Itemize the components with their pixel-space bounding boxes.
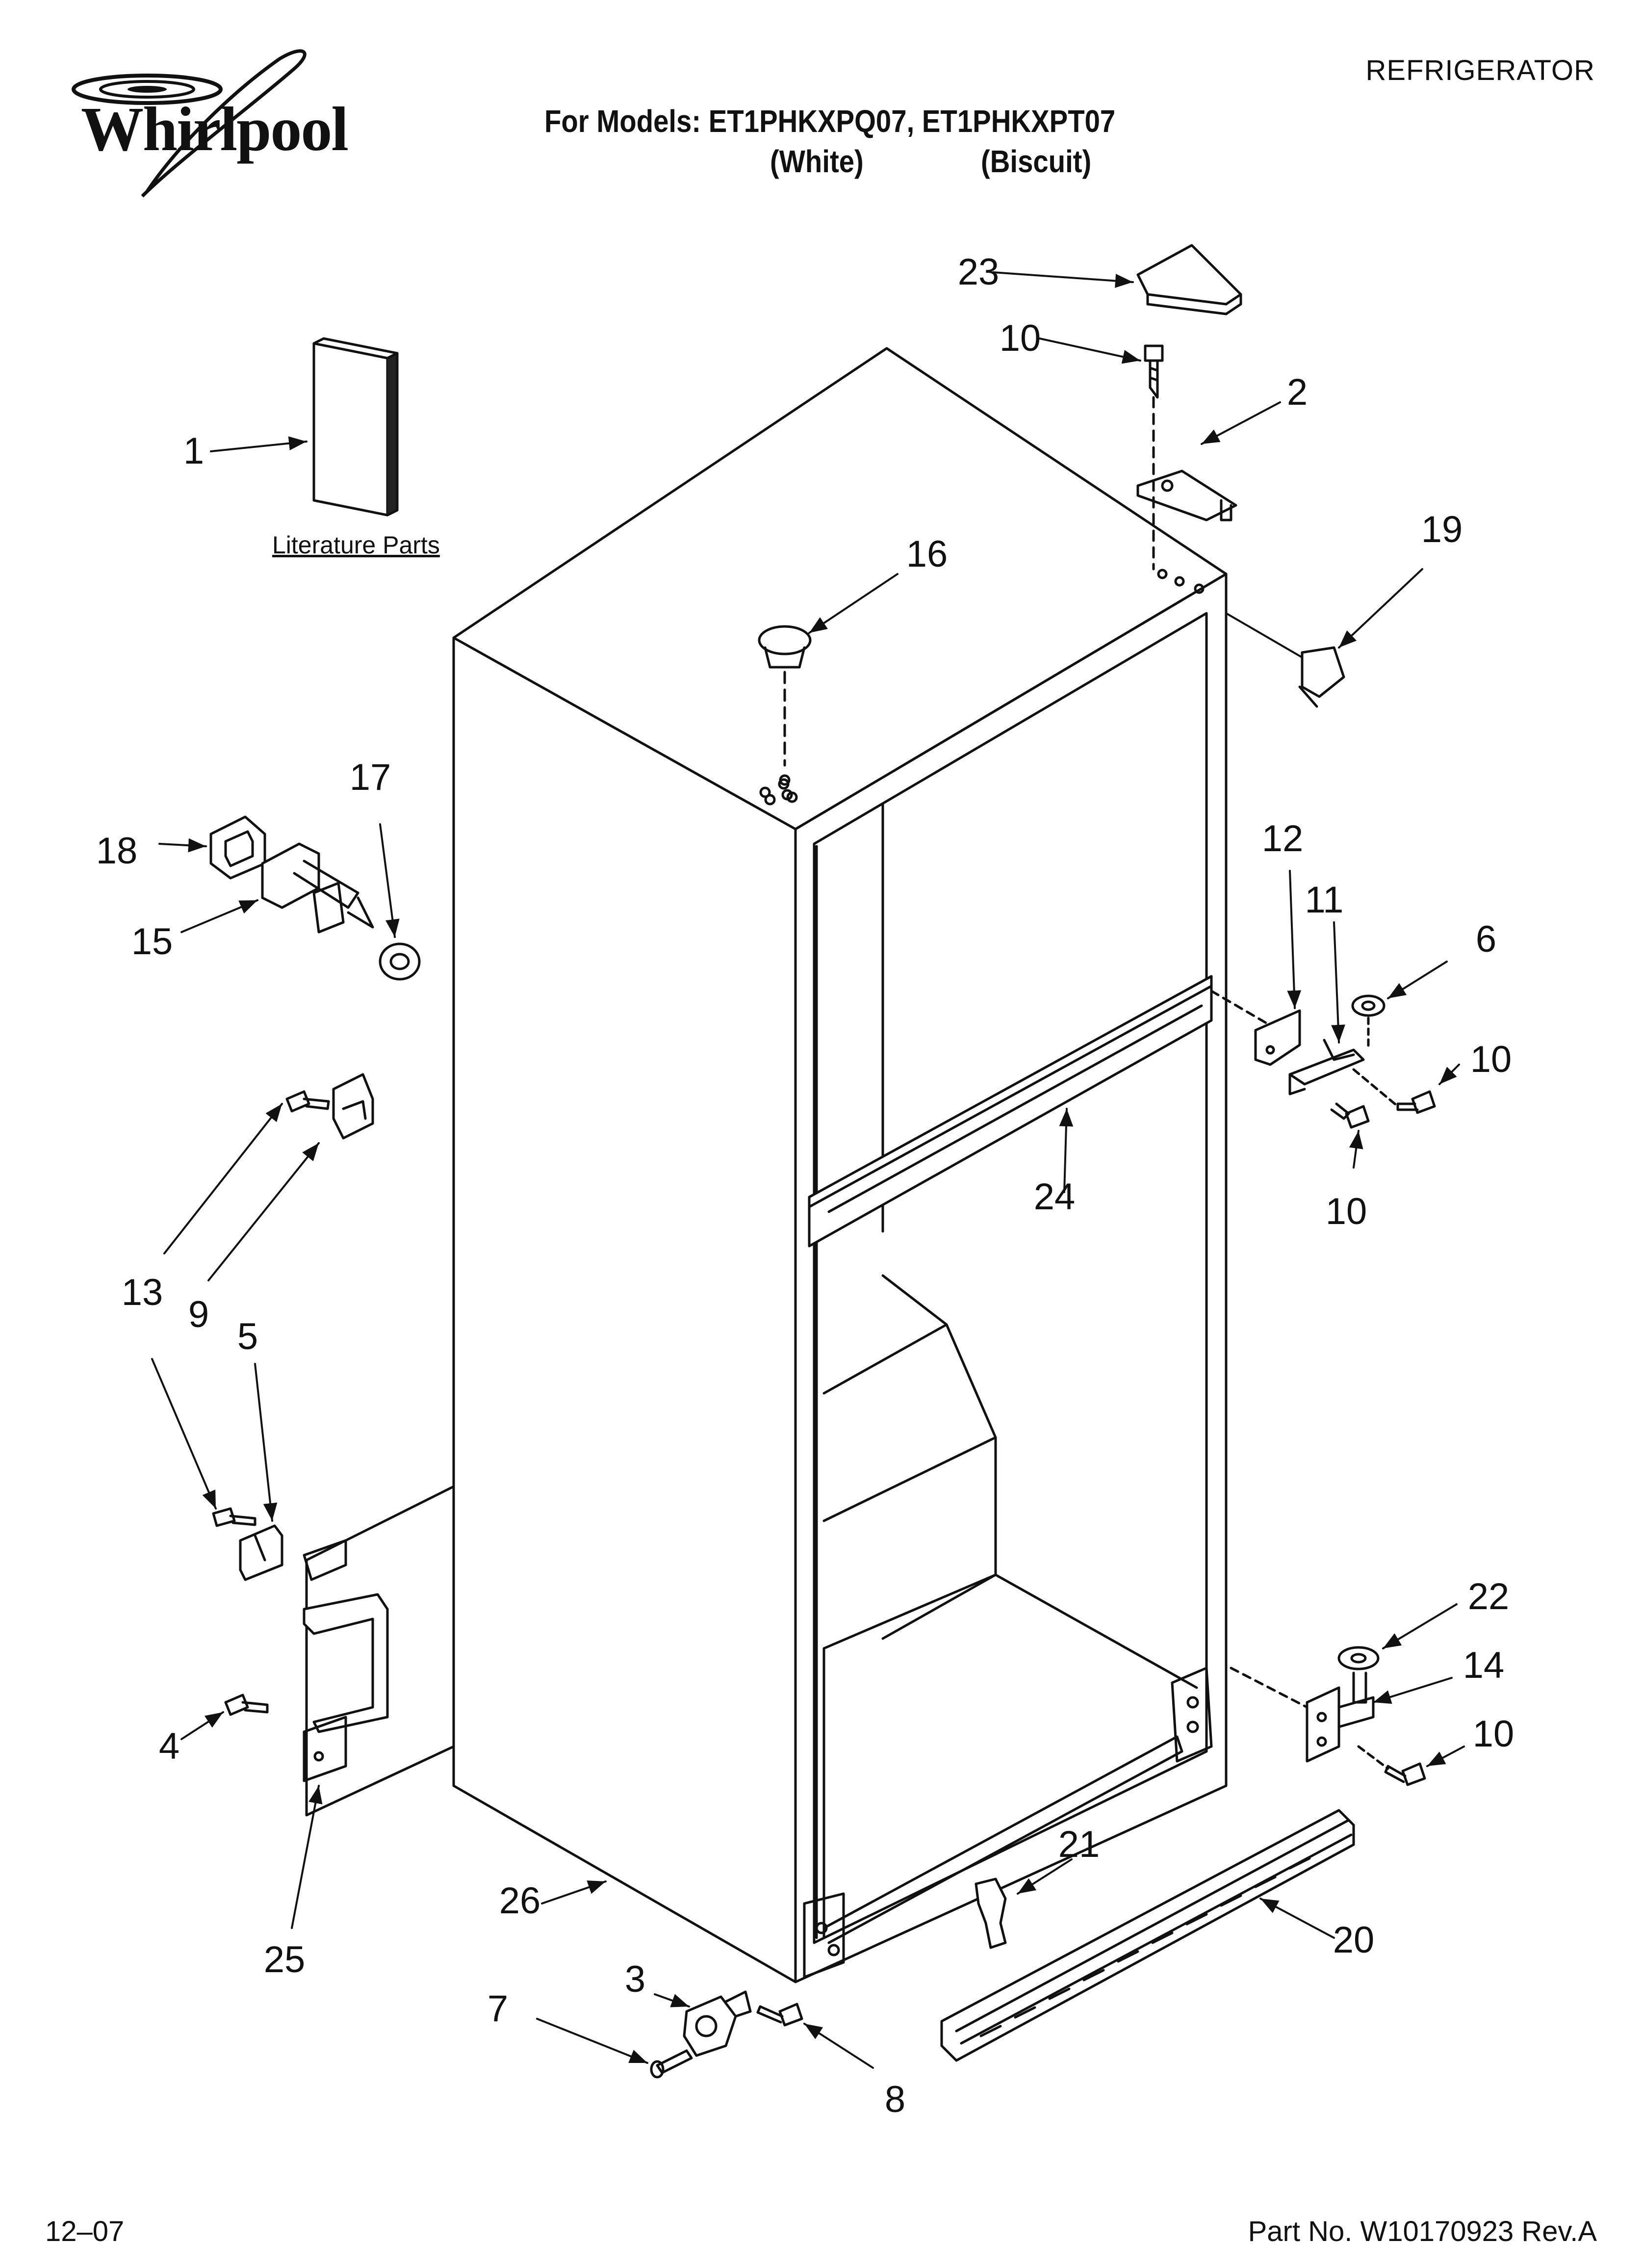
callout-19: 19	[1421, 509, 1463, 550]
callout-15: 15	[131, 921, 173, 963]
callout-20: 20	[1333, 1919, 1375, 1961]
upper-bracket-part	[332, 1073, 374, 1140]
door-stop-pin	[650, 2049, 693, 2079]
callout-24: 24	[1033, 1176, 1076, 1218]
lower-hinge	[1230, 1667, 1375, 1763]
callout-11: 11	[1305, 879, 1344, 921]
callout-8: 8	[884, 2079, 906, 2120]
callout-25: 25	[263, 1939, 306, 1981]
top-hinge	[1136, 469, 1237, 521]
mid-hinge-screw-right	[1352, 1068, 1436, 1114]
callout-3: 3	[624, 1958, 646, 2000]
part-number: Part No. W10170923 Rev.A	[1248, 2216, 1597, 2247]
base-grille	[940, 1809, 1355, 2062]
side-plate-bracket	[303, 1539, 389, 1782]
callout-7: 7	[487, 1988, 509, 2030]
callout-6: 6	[1475, 918, 1497, 960]
grille-clip	[975, 1877, 1007, 1949]
cabinet-plug	[758, 625, 812, 803]
callout-13-upper: 13	[121, 1272, 163, 1313]
tubing-clip-part	[239, 1524, 283, 1581]
callout-16: 16	[906, 533, 948, 575]
door-stop-part	[683, 1990, 752, 2057]
mid-hinge	[1288, 1039, 1365, 1095]
hinge-cover	[1136, 244, 1242, 315]
tubing-clip-screw	[212, 1507, 257, 1527]
callout-18: 18	[96, 830, 138, 872]
logo-swirl-icon	[72, 49, 307, 198]
bushing-part	[379, 942, 421, 981]
mid-hinge-plate	[1210, 990, 1301, 1066]
door-stop-screw	[756, 2003, 803, 2027]
category-label: REFRIGERATOR	[1365, 54, 1595, 86]
cabinet-shell	[305, 347, 1228, 1983]
grommet-part	[209, 815, 266, 880]
models-line: For Models: ET1PHKXPQ07, ET1PHKXPT07	[544, 104, 1116, 139]
callout-10-mid-bottom: 10	[1325, 1191, 1367, 1232]
side-plate-screw	[224, 1694, 269, 1716]
callout-5: 5	[237, 1316, 258, 1357]
callout-10-top: 10	[999, 317, 1041, 359]
lower-hinge-screw	[1357, 1745, 1426, 1786]
callout-10-mid-right: 10	[1470, 1039, 1512, 1080]
mid-hinge-screw-bottom	[1330, 1102, 1370, 1129]
upper-bracket-screw	[285, 1090, 330, 1113]
model-color-biscuit: (Biscuit)	[981, 144, 1092, 179]
callout-4: 4	[158, 1725, 180, 1767]
literature-parts-label: Literature Parts	[272, 531, 440, 559]
top-hinge-screw	[1144, 344, 1164, 571]
callout-14: 14	[1462, 1644, 1505, 1686]
leader-lines	[151, 271, 1465, 2069]
callout-21: 21	[1058, 1824, 1100, 1865]
callout-10-lower: 10	[1472, 1713, 1514, 1755]
callout-1: 1	[183, 430, 205, 472]
cross-rail	[808, 975, 1213, 1248]
model-color-white: (White)	[770, 144, 864, 179]
lower-hinge-washer	[1337, 1646, 1380, 1670]
callout-26: 26	[499, 1880, 541, 1922]
literature-booklet	[312, 337, 399, 517]
hinge-trim-part	[1225, 612, 1345, 708]
callout-9: 9	[188, 1294, 209, 1335]
valve-fitting-part	[261, 842, 374, 934]
mid-hinge-washer	[1351, 994, 1385, 1051]
callout-12: 12	[1261, 818, 1304, 860]
callout-2: 2	[1286, 371, 1308, 413]
callout-23: 23	[957, 251, 1000, 293]
callout-17: 17	[349, 756, 391, 798]
date-code: 12–07	[45, 2216, 125, 2247]
brand-name: Whirlpool	[81, 94, 349, 164]
callout-22: 22	[1467, 1576, 1510, 1617]
